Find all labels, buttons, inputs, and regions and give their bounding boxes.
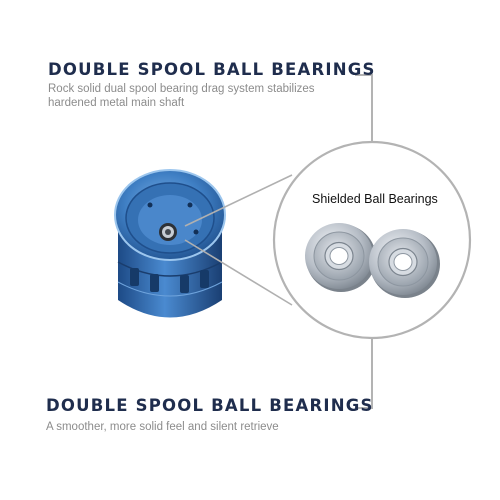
ball-bearing-right xyxy=(369,229,440,298)
ball-bearing-left xyxy=(305,223,376,292)
spool-image xyxy=(114,169,226,318)
zoom-line-top xyxy=(184,174,293,227)
inset-label: Shielded Ball Bearings xyxy=(312,192,438,206)
bottom-callout-line xyxy=(355,338,373,409)
zoom-line-bottom xyxy=(184,239,293,306)
bottom-feature-description: A smoother, more solid feel and silent r… xyxy=(46,421,279,433)
top-feature-heading: DOUBLE SPOOL BALL BEARINGS xyxy=(48,60,376,79)
top-feature-description-line1: Rock solid dual spool bearing drag syste… xyxy=(48,83,315,95)
top-feature-description: Rock solid dual spool bearing drag syste… xyxy=(48,82,315,110)
bottom-feature-heading: DOUBLE SPOOL BALL BEARINGS xyxy=(46,396,374,415)
top-feature-description-line2: hardened metal main shaft xyxy=(48,97,185,109)
bearings-inset-circle xyxy=(272,140,472,340)
top-callout-line xyxy=(355,74,373,143)
